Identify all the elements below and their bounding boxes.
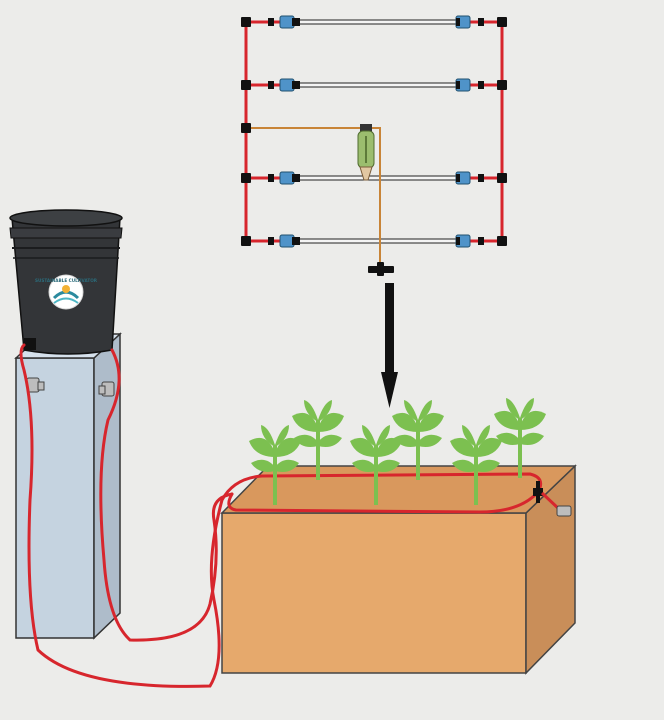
arrow-down-icon bbox=[381, 283, 398, 408]
end-fitting bbox=[533, 481, 572, 517]
water-bucket: SUSTAINABLE CULTIVATOR bbox=[9, 209, 123, 355]
seedling-icon bbox=[494, 398, 546, 478]
manifold-clear-tubes bbox=[297, 19, 459, 244]
feed-tee bbox=[368, 262, 394, 276]
plants-group bbox=[249, 398, 546, 505]
manifold-red-tubing bbox=[244, 20, 504, 243]
seedling-icon bbox=[350, 425, 402, 505]
planter-box bbox=[220, 464, 577, 675]
right-valve bbox=[98, 381, 115, 397]
feed-line bbox=[251, 127, 381, 266]
bucket-logo: SUSTAINABLE CULTIVATOR bbox=[35, 274, 98, 310]
seedling-icon bbox=[292, 400, 344, 480]
drip-manifold bbox=[241, 15, 507, 276]
seedling-icon bbox=[392, 400, 444, 480]
inline-filter-icon bbox=[357, 124, 375, 181]
manifold-blue-connectors bbox=[279, 15, 471, 248]
manifold-fittings bbox=[241, 17, 507, 246]
seedling-icon bbox=[249, 425, 301, 505]
logo-text: SUSTAINABLE CULTIVATOR bbox=[35, 278, 98, 283]
left-valve bbox=[26, 377, 45, 393]
supply-tubing bbox=[19, 343, 543, 688]
seedling-icon bbox=[450, 425, 502, 505]
